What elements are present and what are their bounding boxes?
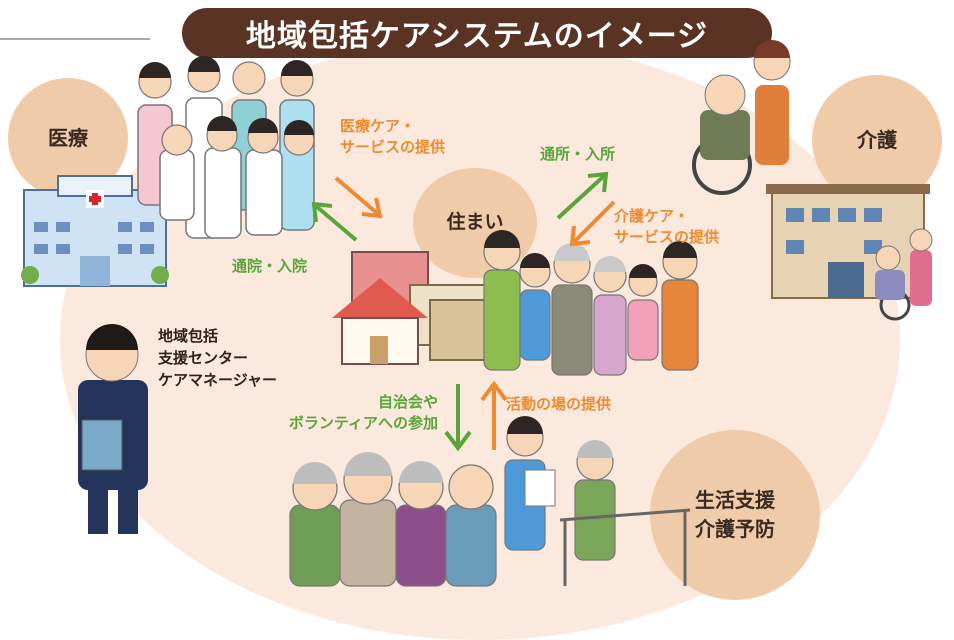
diagram-title: 地域包括ケアシステムのイメージ [182,8,772,58]
illustrations [21,40,933,587]
label-hospital-visit: 通院・入院 [232,257,308,275]
arrow-care-to-housing [569,200,616,247]
divider-line [0,38,150,40]
arrow-housing-to-support [444,384,472,452]
node-support: 生活支援 介護予防 [650,430,820,600]
label-activity-place: 活動の場の提供 [506,395,612,413]
node-medical-label: 医療 [48,125,88,150]
community-group-illustration [289,416,691,587]
label-support-center: 地域包括 支援センター ケアマネージャー [158,327,277,389]
care-facility-icon [766,184,930,299]
arrow-housing-to-care [556,171,609,220]
node-support-label: 生活支援 介護予防 [695,488,775,541]
label-care-service: 介護ケア・ サービスの提供 [614,207,720,246]
arrow-medical-to-housing [334,176,383,219]
label-community-participation: 自治会や ボランティアへの参加 [288,393,438,432]
medical-staff-illustration [137,56,315,239]
node-housing-label: 住まい [446,211,504,234]
arrow-housing-to-medical [311,201,358,242]
care-manager-illustration [78,324,148,534]
label-medical-service: 医療ケア・ サービスの提供 [340,117,446,156]
node-care: 介護 [812,75,942,205]
node-care-label: 介護 [857,127,897,152]
caregiver-small-illustration [875,228,933,321]
hospital-icon [21,175,169,287]
family-illustration [483,230,699,376]
arrow-support-to-housing [480,380,508,450]
label-day-service: 通所・入所 [540,145,616,163]
houses-illustration [332,251,491,365]
caregiver-wheelchair-illustration [692,40,791,195]
